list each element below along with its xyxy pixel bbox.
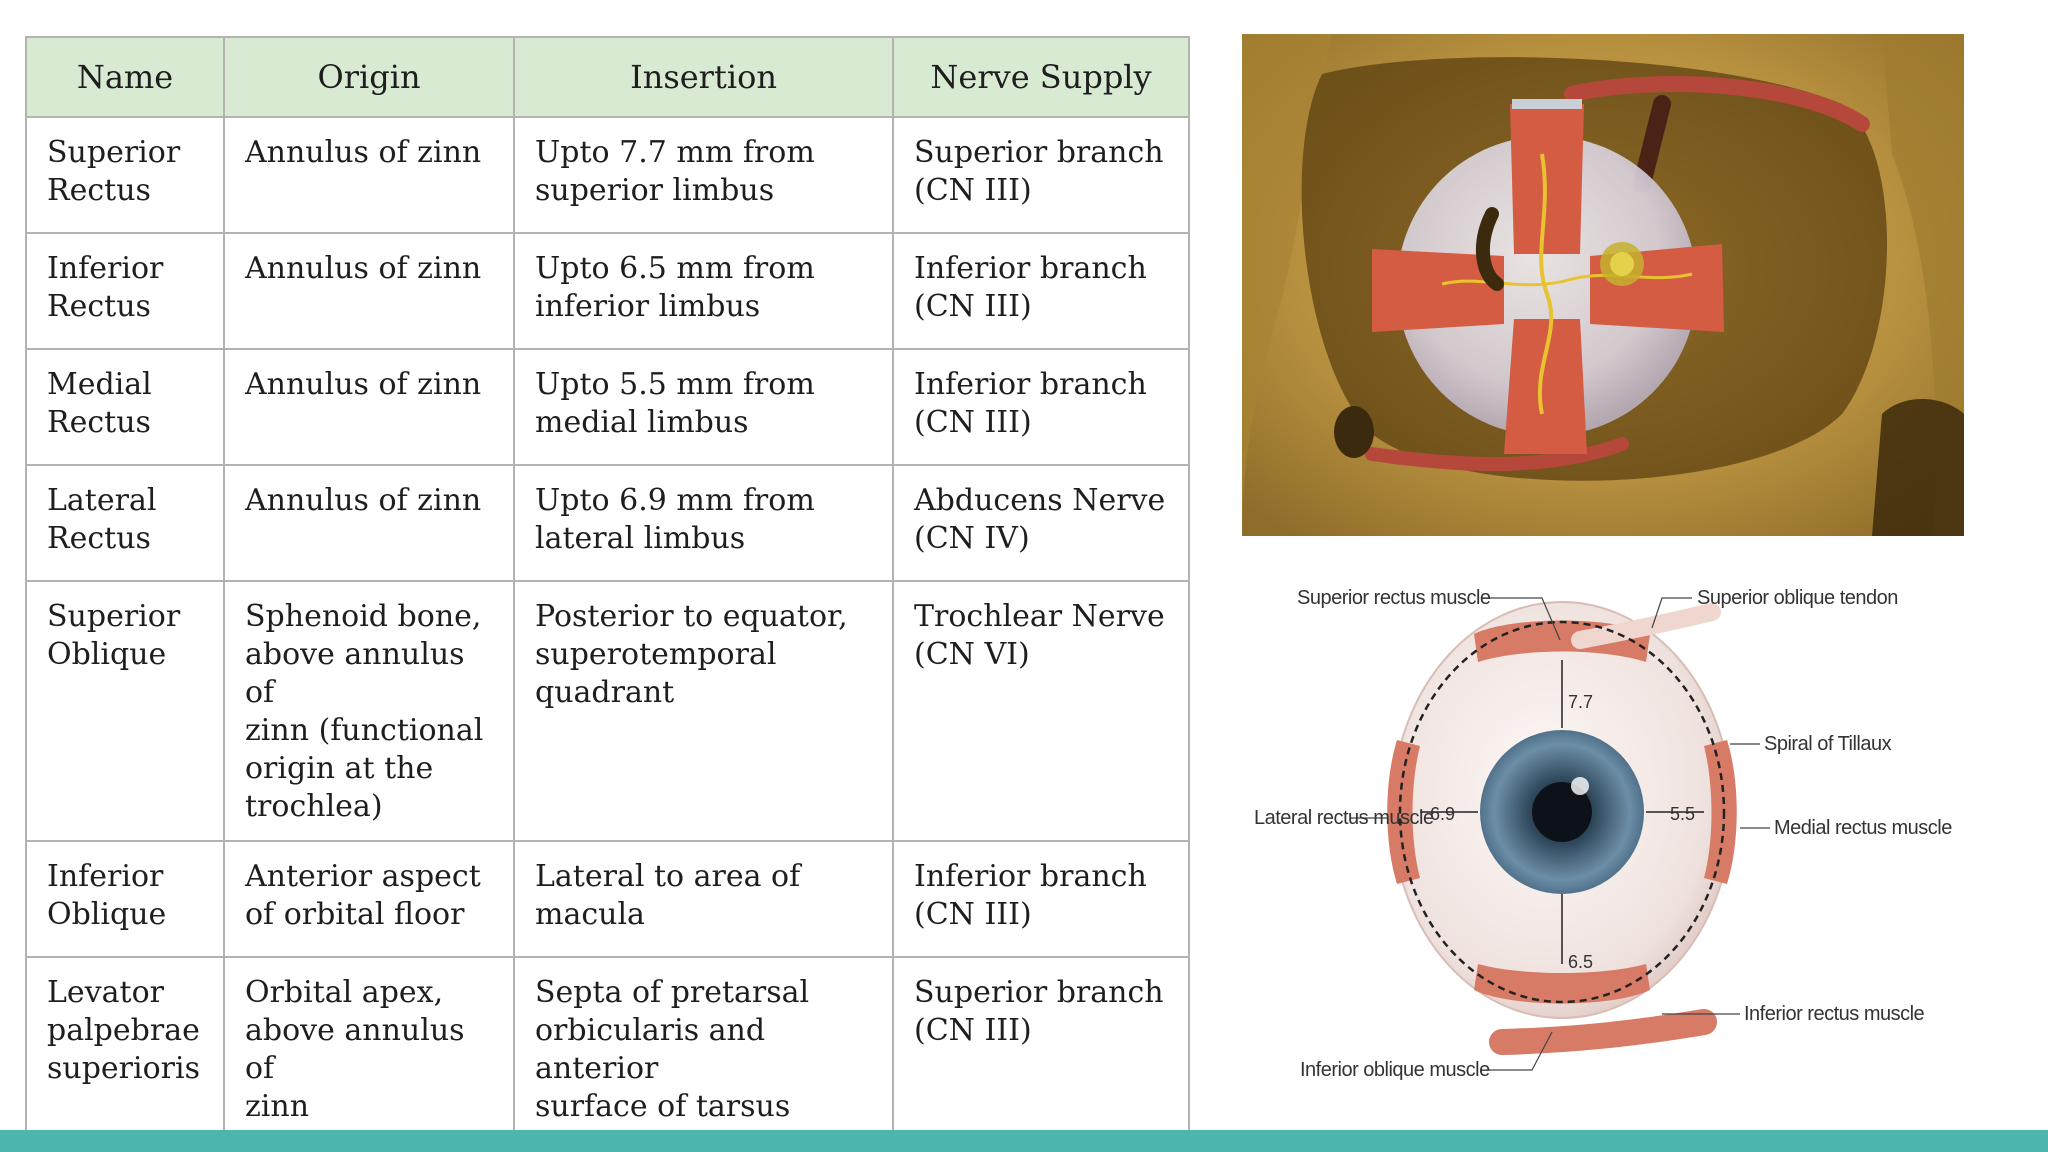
- cell-name: Superior Oblique: [25, 580, 225, 842]
- table-row: Levator palpebrae superioris Orbital ape…: [25, 956, 1190, 1142]
- distance-medial: 5.5: [1670, 804, 1695, 824]
- cell-name: Lateral Rectus: [25, 464, 225, 582]
- cell-origin: Annulus of zinn: [223, 464, 515, 582]
- cell-origin: Annulus of zinn: [223, 348, 515, 466]
- cell-insertion: Upto 6.9 mm from lateral limbus: [513, 464, 894, 582]
- cell-insertion: Posterior to equator, superotemporal qua…: [513, 580, 894, 842]
- table-header-row: Name Origin Insertion Nerve Supply: [25, 36, 1190, 118]
- cell-origin: Annulus of zinn: [223, 116, 515, 234]
- cell-insertion: Lateral to area of macula: [513, 840, 894, 958]
- header-name: Name: [25, 36, 225, 118]
- cell-nerve: Inferior branch (CN III): [892, 840, 1190, 958]
- cell-origin: Anterior aspect of orbital floor: [223, 840, 515, 958]
- cell-origin: Sphenoid bone, above annulus of zinn (fu…: [223, 580, 515, 842]
- cell-insertion: Septa of pretarsal orbicularis and anter…: [513, 956, 894, 1142]
- label-medial-rectus: Medial rectus muscle: [1774, 817, 1952, 839]
- cell-nerve: Superior branch (CN III): [892, 956, 1190, 1142]
- cell-nerve: Inferior branch (CN III): [892, 232, 1190, 350]
- label-lateral-rectus: Lateral rectus muscle: [1254, 807, 1434, 829]
- cell-name: Inferior Oblique: [25, 840, 225, 958]
- header-origin: Origin: [223, 36, 515, 118]
- header-nerve-supply: Nerve Supply: [892, 36, 1190, 118]
- table-row: Inferior Rectus Annulus of zinn Upto 6.5…: [25, 232, 1190, 350]
- orbit-skull-illustration: [1242, 34, 1964, 536]
- table-row: Inferior Oblique Anterior aspect of orbi…: [25, 840, 1190, 958]
- cell-nerve: Superior branch (CN III): [892, 116, 1190, 234]
- cell-origin: Annulus of zinn: [223, 232, 515, 350]
- cell-name: Medial Rectus: [25, 348, 225, 466]
- orbit-skull-svg: [1242, 34, 1964, 536]
- cell-insertion: Upto 6.5 mm from inferior limbus: [513, 232, 894, 350]
- header-insertion: Insertion: [513, 36, 894, 118]
- cell-name: Inferior Rectus: [25, 232, 225, 350]
- distance-superior: 7.7: [1568, 692, 1593, 712]
- label-inferior-rectus: Inferior rectus muscle: [1744, 1003, 1925, 1025]
- table-row: Superior Rectus Annulus of zinn Upto 7.7…: [25, 116, 1190, 234]
- muscle-table: Name Origin Insertion Nerve Supply Super…: [25, 36, 1190, 1142]
- cell-name: Levator palpebrae superioris: [25, 956, 225, 1142]
- label-superior-rectus: Superior rectus muscle: [1297, 587, 1491, 609]
- distance-lateral: 6.9: [1430, 804, 1455, 824]
- cell-nerve: Abducens Nerve (CN IV): [892, 464, 1190, 582]
- cell-nerve: Inferior branch (CN III): [892, 348, 1190, 466]
- cell-origin: Orbital apex, above annulus of zinn: [223, 956, 515, 1142]
- distance-inferior: 6.5: [1568, 952, 1593, 972]
- eye-diagram-svg: 7.7 6.9 5.5 6.5 Superior rectus muscle S…: [1254, 587, 1953, 1081]
- label-superior-oblique-tendon: Superior oblique tendon: [1697, 587, 1898, 609]
- label-spiral-of-tillaux: Spiral of Tillaux: [1764, 733, 1892, 755]
- eye-muscle-insertion-diagram: 7.7 6.9 5.5 6.5 Superior rectus muscle S…: [1242, 572, 1964, 1092]
- cell-insertion: Upto 7.7 mm from superior limbus: [513, 116, 894, 234]
- cell-nerve: Trochlear Nerve (CN VI): [892, 580, 1190, 842]
- cell-insertion: Upto 5.5 mm from medial limbus: [513, 348, 894, 466]
- bottom-accent-bar: [0, 1130, 2048, 1152]
- table-row: Superior Oblique Sphenoid bone, above an…: [25, 580, 1190, 842]
- label-inferior-oblique: Inferior oblique muscle: [1300, 1059, 1490, 1081]
- table-row: Medial Rectus Annulus of zinn Upto 5.5 m…: [25, 348, 1190, 466]
- cell-name: Superior Rectus: [25, 116, 225, 234]
- table-row: Lateral Rectus Annulus of zinn Upto 6.9 …: [25, 464, 1190, 582]
